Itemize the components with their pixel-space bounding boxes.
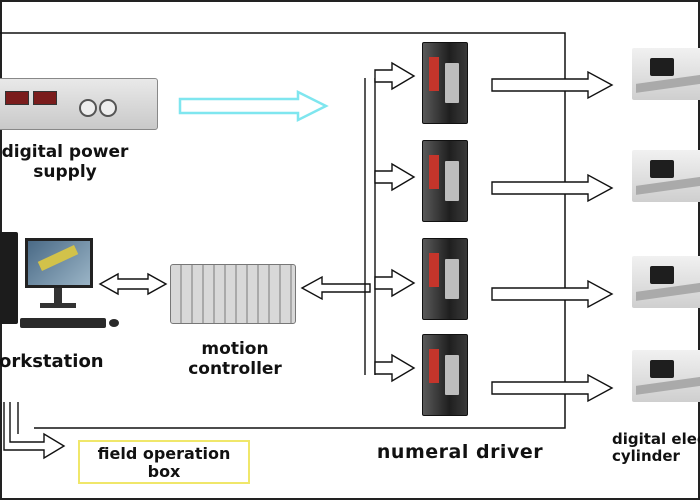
electric-cylinder-icon [632, 150, 700, 202]
electric-cylinder-icon [632, 48, 700, 100]
numeral-driver-label: numeral driver [376, 441, 544, 463]
motion-controller-icon [170, 264, 296, 324]
field-box-arrow [3, 402, 66, 460]
motion-controller-label: motion controller [188, 339, 282, 379]
digital-electric-cylinder-label: digital electric cylinder [612, 430, 700, 466]
workstation-controller-arrow [98, 272, 168, 296]
driver-branch-arrows [374, 61, 416, 383]
servo-driver-icon [422, 238, 468, 320]
driver-bus [364, 78, 376, 375]
digital-power-supply-label: digital power supply [1, 142, 129, 182]
controller-bus-arrow [300, 275, 371, 301]
cylinder-arrows [491, 70, 614, 403]
electric-cylinder-icon [632, 256, 700, 308]
digital-power-supply-icon [0, 78, 158, 130]
power-arrow [178, 89, 329, 123]
electric-cylinder-icon [632, 350, 700, 402]
servo-driver-icon [422, 140, 468, 222]
field-operation-box: field operation box [78, 440, 250, 484]
bus-line-top [0, 32, 566, 429]
servo-driver-icon [422, 42, 468, 124]
workstation-label: workstation [0, 351, 104, 372]
servo-driver-icon [422, 334, 468, 416]
